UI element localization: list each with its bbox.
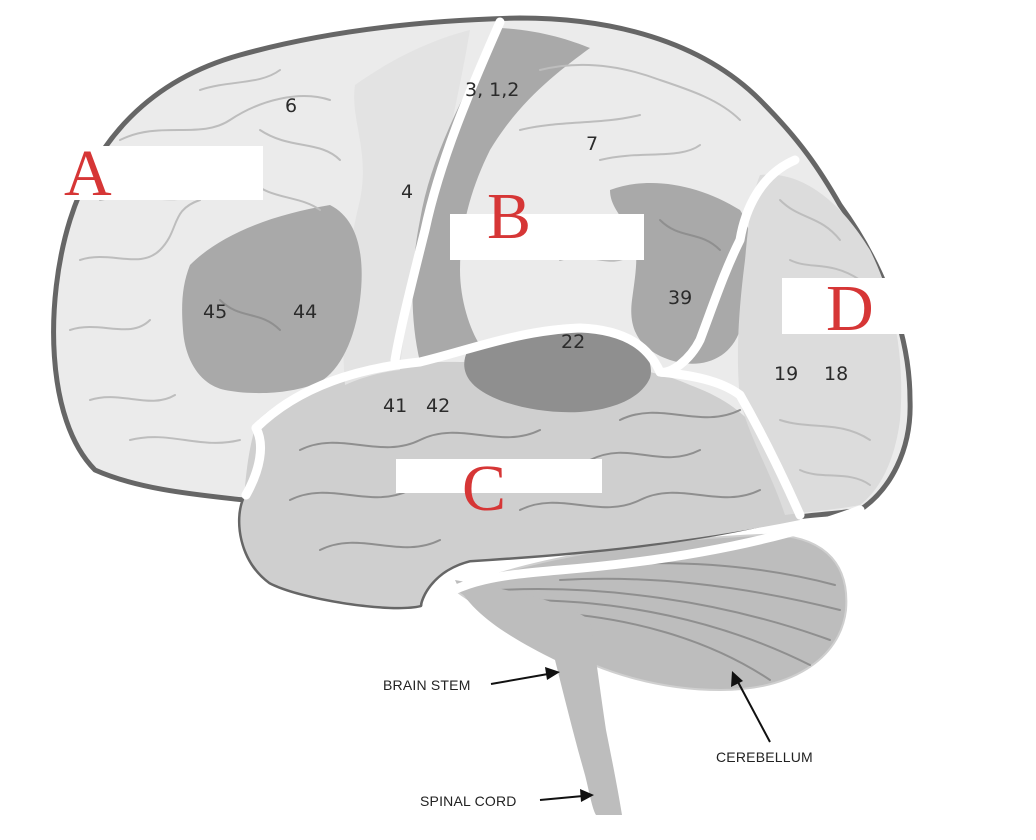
area-7-label: 7 — [586, 133, 598, 155]
area-18-label: 18 — [824, 363, 848, 385]
label-letter-b: B — [487, 180, 531, 253]
area-41-label: 41 — [383, 395, 407, 417]
area-312-label: 3, 1,2 — [465, 79, 519, 101]
label-letter-c: C — [462, 452, 506, 525]
area-39-label: 39 — [668, 287, 692, 309]
brain-stem-callout: BRAIN STEM — [383, 667, 560, 693]
spinal-cord-label: SPINAL CORD — [420, 793, 517, 809]
area-45-label: 45 — [203, 301, 227, 323]
spinal-cord-arrow — [540, 796, 583, 800]
area-42-label: 42 — [426, 395, 450, 417]
spinal-cord-callout: SPINAL CORD — [420, 789, 594, 809]
label-letter-d: D — [826, 272, 874, 345]
area-19-label: 19 — [774, 363, 798, 385]
area-6-label: 6 — [285, 95, 297, 117]
cerebellum-label: CEREBELLUM — [716, 749, 813, 765]
area-22-label: 22 — [561, 331, 585, 353]
cerebellum-arrow — [738, 682, 770, 742]
brain-stem-arrow — [491, 674, 548, 684]
area-44-label: 44 — [293, 301, 317, 323]
label-box-a: A — [64, 137, 263, 210]
label-letter-a: A — [64, 137, 112, 210]
brain-stem-label: BRAIN STEM — [383, 677, 471, 693]
area-4-label: 4 — [401, 181, 413, 203]
